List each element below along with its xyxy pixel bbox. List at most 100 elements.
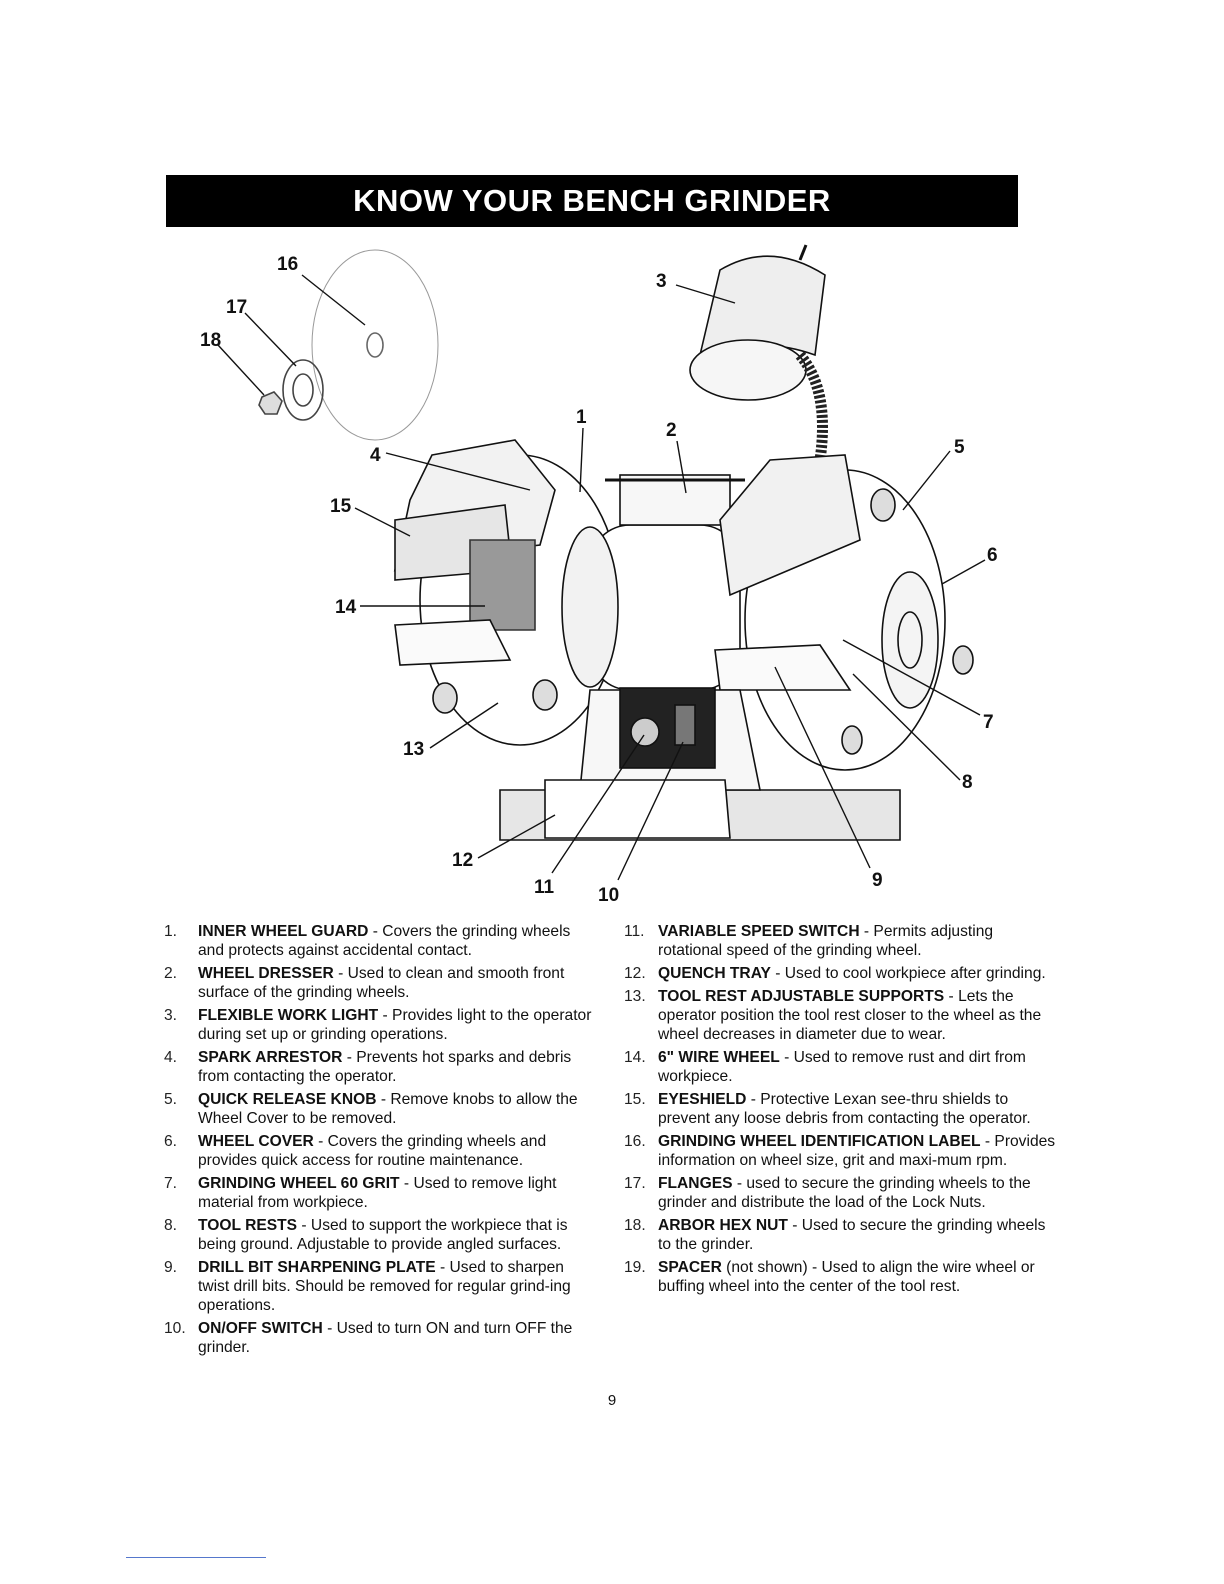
item-body: 6" WIRE WHEEL - Used to remove rust and …	[658, 1048, 1056, 1086]
parts-list-item: 5.QUICK RELEASE KNOB - Remove knobs to a…	[164, 1090, 594, 1128]
item-term: SPARK ARRESTOR	[198, 1049, 342, 1066]
parts-list-item: 18.ARBOR HEX NUT - Used to secure the gr…	[624, 1216, 1056, 1254]
item-number: 6.	[164, 1132, 198, 1170]
parts-list-item: 1.INNER WHEEL GUARD - Covers the grindin…	[164, 922, 594, 960]
work-light	[690, 245, 825, 460]
item-body: EYESHIELD - Protective Lexan see-thru sh…	[658, 1090, 1056, 1128]
item-body: DRILL BIT SHARPENING PLATE - Used to sha…	[198, 1258, 594, 1315]
parts-list-item: 15.EYESHIELD - Protective Lexan see-thru…	[624, 1090, 1056, 1128]
item-term: DRILL BIT SHARPENING PLATE	[198, 1259, 436, 1276]
callout-18: 18	[200, 330, 221, 351]
item-term: TOOL REST ADJUSTABLE SUPPORTS	[658, 988, 944, 1005]
parts-list-item: 13.TOOL REST ADJUSTABLE SUPPORTS - Lets …	[624, 987, 1056, 1044]
item-term: EYESHIELD	[658, 1091, 746, 1108]
parts-list-left: 1.INNER WHEEL GUARD - Covers the grindin…	[164, 922, 594, 1361]
callout-9: 9	[872, 870, 883, 891]
item-body: ON/OFF SWITCH - Used to turn ON and turn…	[198, 1319, 594, 1357]
item-term: VARIABLE SPEED SWITCH	[658, 923, 860, 940]
callout-11: 11	[534, 877, 555, 898]
item-term: SPACER	[658, 1259, 722, 1276]
item-number: 15.	[624, 1090, 658, 1128]
callout-16: 16	[277, 254, 298, 275]
item-number: 4.	[164, 1048, 198, 1086]
bench-grinder-diagram: 16 17 18 3 1 2 4 5 15 6 14 7 13 8 12 9 1…	[0, 0, 1224, 920]
parts-list-item: 16.GRINDING WHEEL IDENTIFICATION LABEL -…	[624, 1132, 1056, 1170]
item-number: 2.	[164, 964, 198, 1002]
callout-13: 13	[403, 739, 424, 760]
callout-12: 12	[452, 850, 473, 871]
item-number: 10.	[164, 1319, 198, 1357]
item-number: 13.	[624, 987, 658, 1044]
parts-list-item: 12.QUENCH TRAY - Used to cool workpiece …	[624, 964, 1056, 983]
callout-3: 3	[656, 271, 667, 292]
item-number: 11.	[624, 922, 658, 960]
item-body: FLANGES - used to secure the grinding wh…	[658, 1174, 1056, 1212]
item-number: 18.	[624, 1216, 658, 1254]
item-number: 12.	[624, 964, 658, 983]
parts-list-item: 8.TOOL RESTS - Used to support the workp…	[164, 1216, 594, 1254]
item-body: WHEEL COVER - Covers the grinding wheels…	[198, 1132, 594, 1170]
callout-2: 2	[666, 420, 677, 441]
callout-8: 8	[962, 772, 973, 793]
item-term: GRINDING WHEEL IDENTIFICATION LABEL	[658, 1133, 981, 1150]
item-term: QUENCH TRAY	[658, 965, 771, 982]
item-body: TOOL REST ADJUSTABLE SUPPORTS - Lets the…	[658, 987, 1056, 1044]
callout-14: 14	[335, 597, 357, 618]
item-term: TOOL RESTS	[198, 1217, 297, 1234]
item-number: 17.	[624, 1174, 658, 1212]
item-term: ON/OFF SWITCH	[198, 1320, 323, 1337]
parts-list-item: 17.FLANGES - used to secure the grinding…	[624, 1174, 1056, 1212]
parts-list-item: 3.FLEXIBLE WORK LIGHT - Provides light t…	[164, 1006, 594, 1044]
item-term: ARBOR HEX NUT	[658, 1217, 788, 1234]
parts-list-item: 11.VARIABLE SPEED SWITCH - Permits adjus…	[624, 922, 1056, 960]
item-term: INNER WHEEL GUARD	[198, 923, 368, 940]
callout-17: 17	[226, 297, 247, 318]
item-number: 16.	[624, 1132, 658, 1170]
item-term: 6" WIRE WHEEL	[658, 1049, 780, 1066]
item-number: 8.	[164, 1216, 198, 1254]
item-number: 9.	[164, 1258, 198, 1315]
item-number: 19.	[624, 1258, 658, 1296]
item-term: GRINDING WHEEL 60 GRIT	[198, 1175, 400, 1192]
item-body: SPARK ARRESTOR - Prevents hot sparks and…	[198, 1048, 594, 1086]
item-number: 5.	[164, 1090, 198, 1128]
item-number: 1.	[164, 922, 198, 960]
parts-list-item: 10.ON/OFF SWITCH - Used to turn ON and t…	[164, 1319, 594, 1357]
item-number: 7.	[164, 1174, 198, 1212]
callout-15: 15	[330, 496, 352, 517]
item-body: WHEEL DRESSER - Used to clean and smooth…	[198, 964, 594, 1002]
footer-rule	[126, 1557, 266, 1558]
item-description: - Used to cool workpiece after grinding.	[771, 965, 1046, 982]
item-body: INNER WHEEL GUARD - Covers the grinding …	[198, 922, 594, 960]
item-body: QUICK RELEASE KNOB - Remove knobs to all…	[198, 1090, 594, 1128]
item-term: QUICK RELEASE KNOB	[198, 1091, 376, 1108]
parts-list-right: 11.VARIABLE SPEED SWITCH - Permits adjus…	[624, 922, 1056, 1300]
item-number: 3.	[164, 1006, 198, 1044]
item-body: VARIABLE SPEED SWITCH - Permits adjustin…	[658, 922, 1056, 960]
item-body: TOOL RESTS - Used to support the workpie…	[198, 1216, 594, 1254]
item-number: 14.	[624, 1048, 658, 1086]
item-body: QUENCH TRAY - Used to cool workpiece aft…	[658, 964, 1056, 983]
item-body: GRINDING WHEEL 60 GRIT - Used to remove …	[198, 1174, 594, 1212]
parts-list-item: 9.DRILL BIT SHARPENING PLATE - Used to s…	[164, 1258, 594, 1315]
parts-list-item: 14.6" WIRE WHEEL - Used to remove rust a…	[624, 1048, 1056, 1086]
item-body: ARBOR HEX NUT - Used to secure the grind…	[658, 1216, 1056, 1254]
callout-4: 4	[370, 445, 381, 466]
parts-list-item: 19.SPACER (not shown) - Used to align th…	[624, 1258, 1056, 1296]
parts-list-item: 4.SPARK ARRESTOR - Prevents hot sparks a…	[164, 1048, 594, 1086]
callout-10: 10	[598, 885, 619, 906]
exploded-wheel-parts	[259, 250, 438, 440]
item-term: WHEEL DRESSER	[198, 965, 334, 982]
parts-list-item: 6.WHEEL COVER - Covers the grinding whee…	[164, 1132, 594, 1170]
parts-list-item: 2.WHEEL DRESSER - Used to clean and smoo…	[164, 964, 594, 1002]
item-term: FLANGES	[658, 1175, 733, 1192]
parts-list-item: 7.GRINDING WHEEL 60 GRIT - Used to remov…	[164, 1174, 594, 1212]
right-wheel-assembly	[715, 455, 973, 770]
page-number: 9	[0, 1392, 1224, 1409]
callout-5: 5	[954, 437, 965, 458]
item-body: FLEXIBLE WORK LIGHT - Provides light to …	[198, 1006, 594, 1044]
callout-1: 1	[576, 407, 587, 428]
callout-7: 7	[983, 712, 994, 733]
item-body: GRINDING WHEEL IDENTIFICATION LABEL - Pr…	[658, 1132, 1056, 1170]
callout-6: 6	[987, 545, 998, 566]
